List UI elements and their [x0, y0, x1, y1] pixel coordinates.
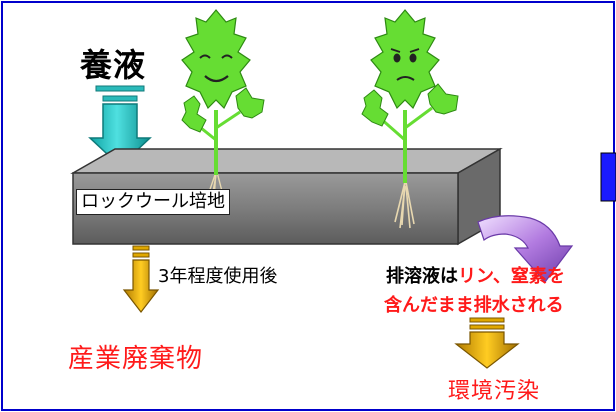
after-use-label: 3年程度使用後 [158, 266, 278, 287]
nutrient-label: 養液 [80, 46, 147, 84]
drainage-text-black: 排溶液は [386, 266, 458, 287]
drainage-text-red: リン、窒素を [458, 266, 565, 287]
drainage-text-red-2: 含んだまま排水される [384, 295, 564, 316]
pollution-label: 環境汚染 [448, 379, 541, 404]
right-plant-roots [394, 179, 415, 229]
waste-arrow [122, 245, 160, 313]
pollution-arrow [454, 317, 520, 369]
rockwool-label: ロックウール培地 [76, 189, 230, 215]
side-box [600, 152, 616, 202]
rockwool-medium [70, 147, 503, 246]
drainage-line-2: 含んだまま排水される [384, 291, 564, 317]
happy-plant-icon [181, 9, 265, 175]
worried-plant-icon [361, 9, 459, 183]
drain-arrow [477, 215, 574, 283]
industrial-waste-label: 産業廃棄物 [68, 344, 204, 374]
drainage-line-1: 排溶液はリン、窒素を [386, 262, 565, 288]
